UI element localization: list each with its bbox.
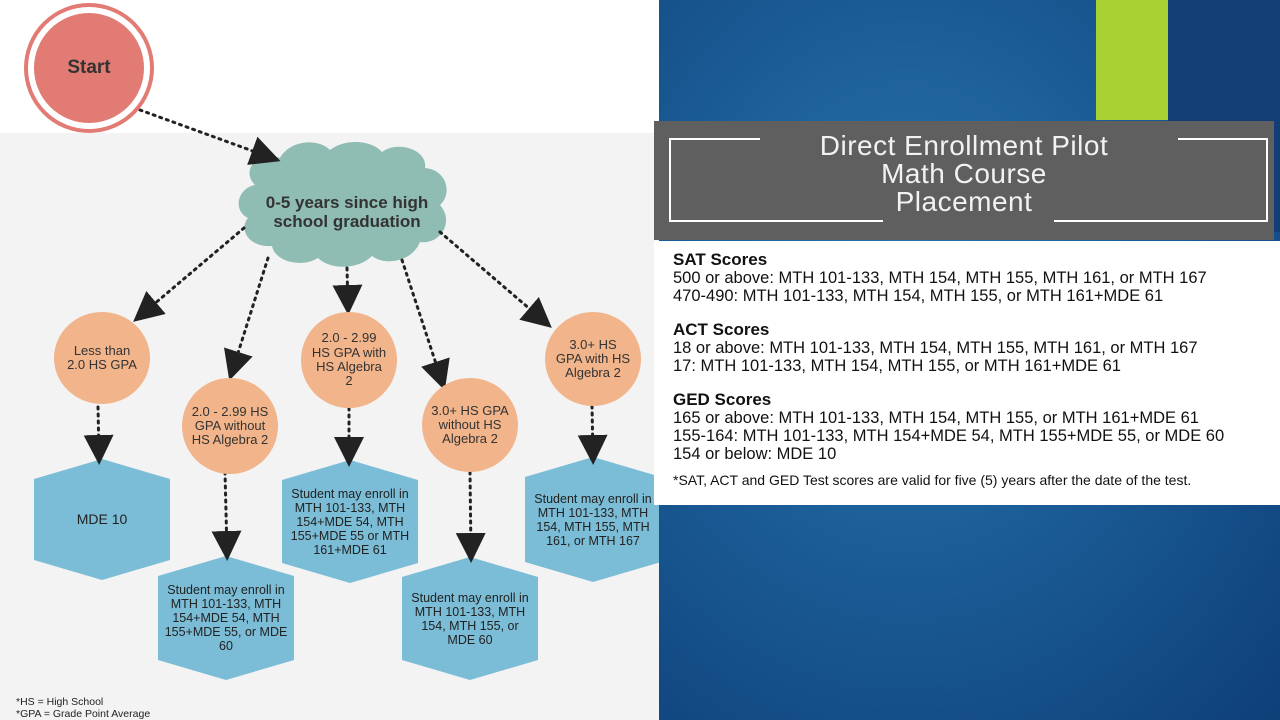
root-cloud-label: 0-5 years since high school graduation [265, 192, 429, 231]
outcome-label-4: Student may enroll in MTH 101-133, MTH 1… [411, 590, 529, 647]
condition-node-1: Less than 2.0 HS GPA [54, 312, 150, 404]
outcome-shape-4 [402, 557, 538, 680]
outcome-label-2: Student may enroll in MTH 101-133, MTH 1… [164, 583, 288, 653]
sat-heading: SAT Scores [673, 250, 768, 269]
start-label: Start [67, 57, 111, 78]
outcome-label-1: MDE 10 [76, 510, 128, 527]
act-line-2: 17: MTH 101-133, MTH 154, MTH 155, or MT… [673, 357, 1121, 375]
root-cloud-shape [238, 141, 447, 267]
validity-note: *SAT, ACT and GED Test scores are valid … [673, 472, 1192, 488]
outcome-shape-2 [158, 556, 294, 680]
score-info-box: SAT Scores 500 or above: MTH 101-133, MT… [654, 241, 1280, 505]
act-line-1: 18 or above: MTH 101-133, MTH 154, MTH 1… [673, 339, 1198, 357]
flowchart-edges [34, 108, 659, 680]
footnote-gpa: *GPA = Grade Point Average [16, 708, 151, 720]
condition-node-3: 2.0 - 2.99 HS GPA with HS Algebra 2 [301, 312, 397, 408]
footnote-hs: *HS = High School [16, 696, 104, 708]
ged-line-1: 165 or above: MTH 101-133, MTH 154, MTH … [673, 409, 1199, 427]
outcome-shape-5 [525, 457, 659, 582]
ged-line-3: 154 or below: MDE 10 [673, 445, 837, 463]
title-line-1: Direct Enrollment Pilot [819, 130, 1109, 161]
title-line-2: Math Course [881, 158, 1047, 189]
outcome-shape-1 [34, 459, 170, 580]
outcome-shape-3 [282, 460, 418, 583]
placement-flowchart: Start 0-5 years since high school gradua… [0, 0, 659, 720]
condition-node-4: 3.0+ HS GPA without HS Algebra 2 [422, 378, 518, 472]
sat-line-1: 500 or above: MTH 101-133, MTH 154, MTH … [673, 269, 1207, 287]
condition-node-5: 3.0+ HS GPA with HS Algebra 2 [545, 312, 641, 406]
accent-bar [1096, 0, 1168, 120]
ged-heading: GED Scores [673, 390, 772, 409]
sat-line-2: 470-490: MTH 101-133, MTH 154, MTH 155, … [673, 287, 1164, 305]
outcome-label-3: Student may enroll in MTH 101-133, MTH 1… [290, 486, 410, 557]
act-heading: ACT Scores [673, 320, 770, 339]
title-line-3: Placement [895, 186, 1033, 217]
outcome-label-5: Student may enroll in MTH 101-133, MTH 1… [534, 491, 652, 548]
slide-title: Direct Enrollment Pilot Math Course Plac… [654, 132, 1274, 216]
ged-line-2: 155-164: MTH 101-133, MTH 154+MDE 54, MT… [673, 427, 1225, 445]
start-node [31, 10, 147, 126]
start-node-ring [24, 3, 154, 133]
condition-node-2: 2.0 - 2.99 HS GPA without HS Algebra 2 [182, 378, 278, 474]
